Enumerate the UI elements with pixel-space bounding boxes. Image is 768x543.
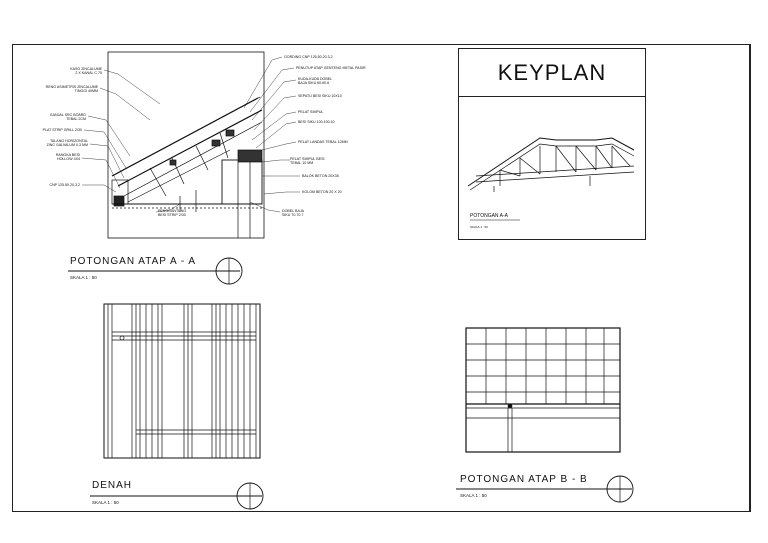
section-aa-title: POTONGAN ATAP A - A — [70, 256, 197, 267]
keyplan-section-scale: SKALA 1 : 50 — [470, 225, 488, 229]
label-balok-beton: BALOK BETON 20X35 — [302, 174, 339, 178]
keyplan-section-title: POTONGAN A-A — [470, 213, 508, 219]
label-pelat-landas: PELAT LANDAS TEBAL 12MM — [298, 140, 348, 144]
label-cnp: CNP 125.50.20.3,2 — [49, 183, 80, 187]
section-bb-scale: SKALA 1 : 50 — [460, 493, 487, 498]
label-besi-siku: BESI SIKU 100.100.10 — [298, 120, 335, 124]
label-gording: GORDING CNP 125.50.20.3,2 — [284, 55, 333, 59]
label-pelat-simpul: PELAT SIMPUL — [298, 110, 324, 114]
keyplan-panel: KEYPLAN — [458, 48, 646, 240]
drawing-sheet-border — [12, 44, 750, 512]
keyplan-title: KEYPLAN — [459, 49, 645, 97]
denah-scale: SKALA 1 : 50 — [92, 500, 119, 505]
label-plat-strip: PLAT STRIP GRILL 2/30 — [42, 128, 82, 132]
label-penutup-atap: PENUTUP ATAP GENTENG METAL PASIR — [296, 66, 366, 70]
section-aa-scale: SKALA 1 : 50 — [70, 275, 97, 280]
denah-title: DENAH — [92, 480, 133, 491]
label-kolom-beton: KOLOM BETON 20 X 20 — [302, 190, 342, 194]
section-bb-title: POTONGAN ATAP B - B — [460, 474, 588, 485]
sheet-margin-line — [750, 44, 751, 512]
label-sepatu: SEPATU BESI SIKU 10X10 — [298, 94, 342, 98]
